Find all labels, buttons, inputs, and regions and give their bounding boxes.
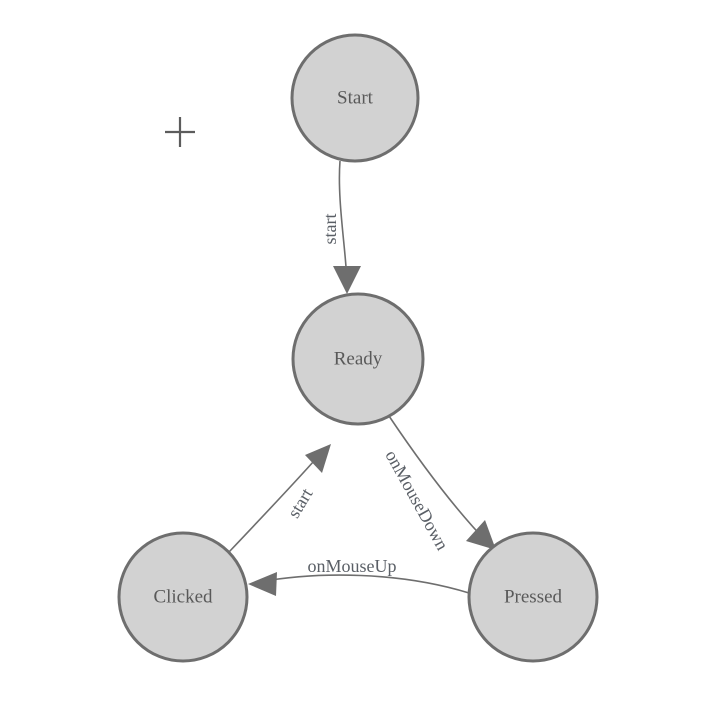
arrowhead-icon <box>333 266 361 294</box>
edge-line <box>338 160 348 284</box>
arrowhead-icon <box>466 520 496 550</box>
edge-line <box>388 415 488 543</box>
edge-label-start-to-ready: start <box>320 214 340 245</box>
arrowhead-icon <box>248 572 277 596</box>
edge-pressed-to-clicked[interactable] <box>248 572 470 596</box>
crosshair-cursor-icon <box>165 117 195 147</box>
edge-line <box>228 451 323 553</box>
node-circle[interactable] <box>117 531 249 663</box>
arrowhead-icon <box>305 444 331 473</box>
edge-label-clicked-to-ready: start <box>283 485 316 522</box>
node-circle[interactable] <box>467 531 599 663</box>
node-pressed[interactable]: Pressed <box>467 531 599 663</box>
edge-clicked-to-ready[interactable] <box>228 444 331 553</box>
edge-label-pressed-to-clicked: onMouseUp <box>308 556 397 576</box>
node-ready[interactable]: Ready <box>291 292 425 426</box>
edges-layer <box>228 160 496 596</box>
edge-start-to-ready[interactable] <box>333 160 361 294</box>
node-clicked[interactable]: Clicked <box>117 531 249 663</box>
node-circle[interactable] <box>291 292 425 426</box>
edge-label-ready-to-pressed: onMouseDown <box>381 447 452 554</box>
node-start[interactable]: Start <box>290 33 420 163</box>
node-circle[interactable] <box>290 33 420 163</box>
edge-ready-to-pressed[interactable] <box>388 415 496 550</box>
edge-line <box>258 574 470 594</box>
